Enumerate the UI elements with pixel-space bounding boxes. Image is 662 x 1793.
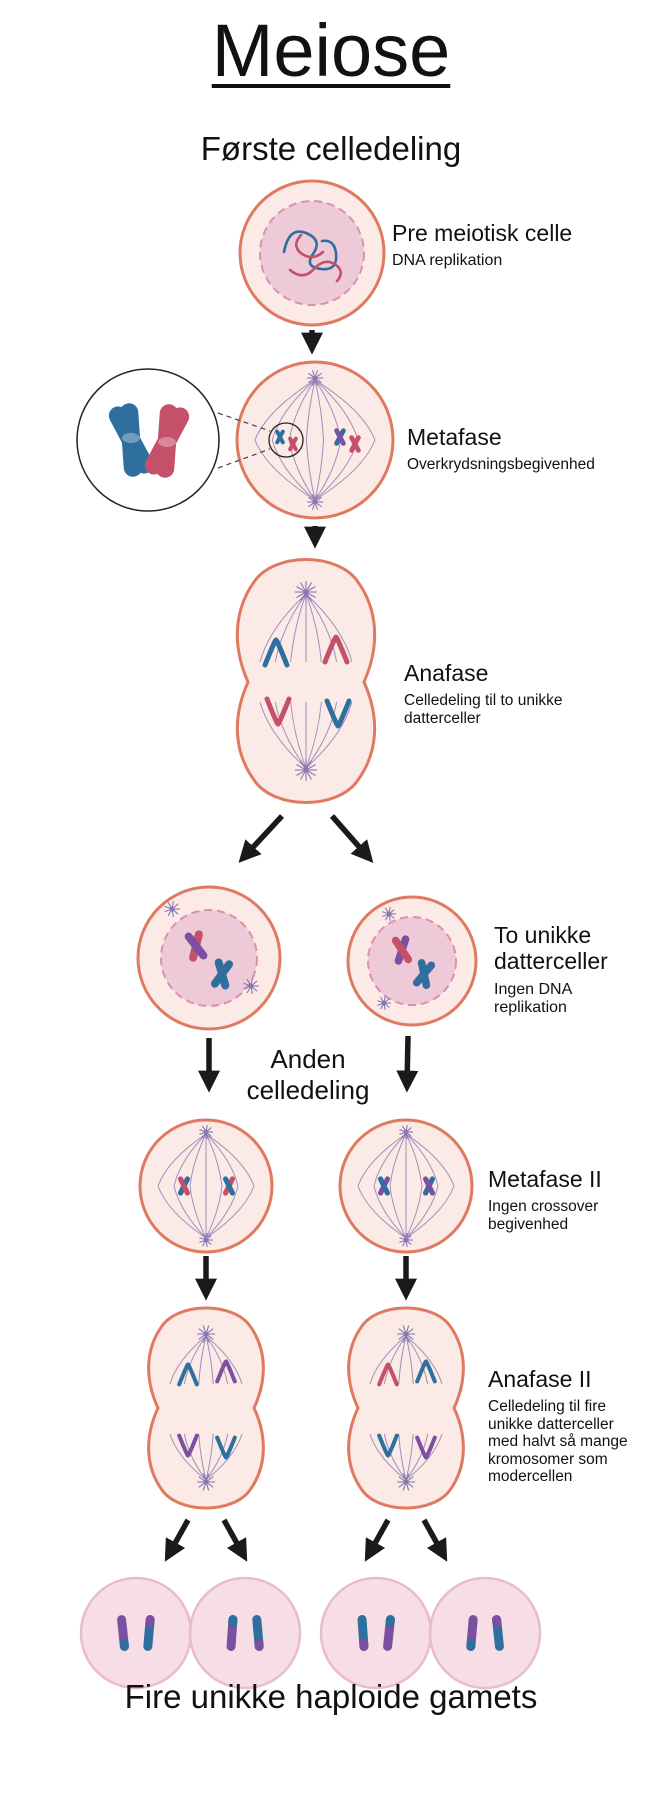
gamete-cell <box>428 1576 542 1690</box>
label-premeiotic: Pre meiotisk celle DNA replikation <box>392 220 572 270</box>
gamete-cells <box>79 1576 542 1690</box>
daughter-cell-left <box>136 885 282 1031</box>
daughter-cell-right <box>346 895 478 1027</box>
anaphase-subtitle: Celledeling til to unikke datterceller <box>404 692 563 727</box>
anaphase-name: Anafase <box>404 660 489 686</box>
gamete-cell <box>188 1576 302 1690</box>
anaphase2-cell-left <box>147 1306 265 1510</box>
first-division-heading: Første celledeling <box>200 130 462 167</box>
anaphase1-cell <box>235 558 377 804</box>
premeiotic-name: Pre meiotisk celle <box>392 220 573 246</box>
label-anaphase: Anafase Celledeling til to unikke datter… <box>404 660 582 727</box>
arrow-down-icon <box>329 814 374 863</box>
arrow-down-icon <box>238 814 285 863</box>
label-metaphase2: Metafase II Ingen crossover begivenhed <box>488 1166 613 1233</box>
flow-arrows <box>164 330 448 1562</box>
label-metaphase: Metafase Overkrydsningsbegivenhed <box>407 424 595 474</box>
metaphase-name: Metafase <box>407 424 502 450</box>
second-division-heading: Anden celledeling <box>246 1044 370 1106</box>
metaphase2-cell-right <box>338 1118 474 1254</box>
arrow-down-icon <box>364 1518 391 1562</box>
arrow-down-icon <box>421 1518 448 1562</box>
metaphase2-cell-left <box>138 1118 274 1254</box>
arrow-down-icon <box>164 1518 191 1562</box>
premeiotic-subtitle: DNA replikation <box>392 252 503 270</box>
label-daughter-cells: To unikke datterceller Ingen DNA replika… <box>494 922 634 1017</box>
daughters-subtitle: Ingen DNA replikation <box>494 980 572 1016</box>
arrow-down-icon <box>396 1035 419 1093</box>
metaphase2-subtitle: Ingen crossover begivenhed <box>488 1198 599 1233</box>
anaphase2-subtitle: Celledeling til fire unikke datterceller… <box>488 1398 628 1485</box>
anaphase2-cell-right <box>347 1306 465 1510</box>
premeiotic-cell <box>238 179 386 327</box>
metaphase1-cell <box>235 360 395 520</box>
result-caption: Fire unikke haploide gamets <box>124 1678 538 1715</box>
arrow-down-icon <box>221 1518 248 1562</box>
gamete-cell <box>319 1576 433 1690</box>
page-title: Meiose <box>211 9 451 92</box>
label-anaphase2: Anafase II Celledeling til fire unikke d… <box>488 1366 636 1485</box>
metaphase2-name: Metafase II <box>488 1166 602 1192</box>
anaphase2-name: Anafase II <box>488 1366 592 1392</box>
gamete-cell <box>79 1576 193 1690</box>
crossover-inset <box>76 368 271 512</box>
magnifier-target-circle <box>268 422 304 458</box>
metaphase-subtitle: Overkrydsningsbegivenhed <box>407 456 595 474</box>
daughters-name: To unikke datterceller <box>494 922 608 975</box>
